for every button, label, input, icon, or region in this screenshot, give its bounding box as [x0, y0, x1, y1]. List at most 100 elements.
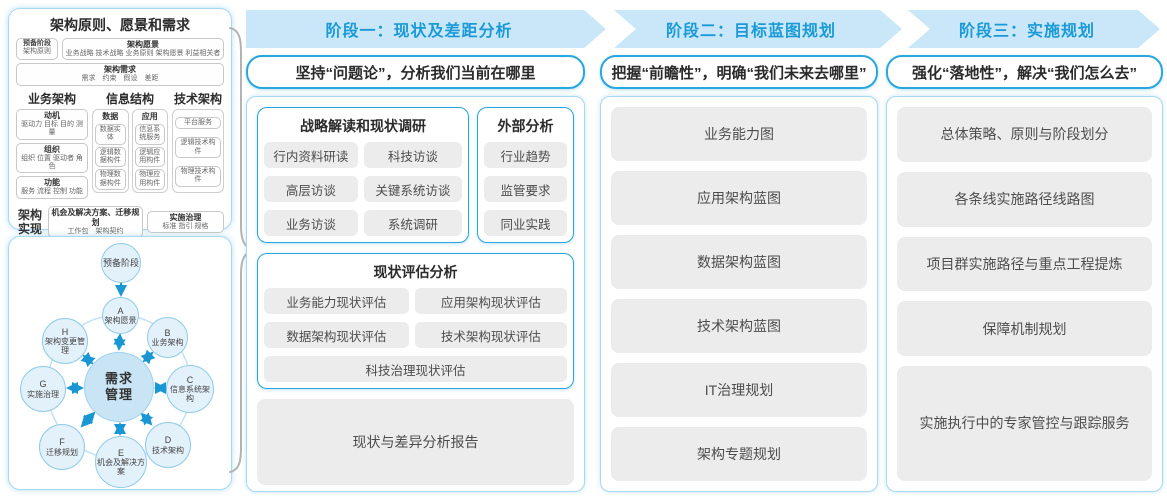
prep-phase-line1: 预备阶段 — [23, 40, 51, 47]
research-item: 行内资料研读 — [264, 142, 358, 168]
research-item: 关键系统访谈 — [363, 176, 462, 202]
adm-node-label: 预备阶段 — [102, 257, 139, 268]
prep-phase-box: 预备阶段 架构原则 — [16, 38, 58, 61]
evaluation-item: 应用架构现状评估 — [414, 288, 567, 314]
opportunities-migration-box: 机会及解决方案、迁移规划 工作包 架构契约 — [48, 205, 143, 239]
adm-node-E: E 机会及解决方案 — [95, 436, 147, 488]
adm-node-label: 信息系统架构 — [170, 384, 210, 404]
phase1-banner-label: 阶段一：现状及差距分析 — [325, 23, 513, 40]
application-subcolumn: 应用 信息系统服务 逻辑应用构件 物理应用构件 — [131, 108, 168, 194]
group-title: 组织 — [44, 144, 60, 154]
evaluation-item: 技术架构现状评估 — [414, 322, 567, 348]
adm-node-F: F 迁移规划 — [39, 424, 85, 470]
phase3-item-tall: 实施执行中的专家管控与跟踪服务 — [897, 366, 1152, 481]
group-items: 组织 位置 驱动者 角色 — [21, 154, 83, 170]
panel-title: 架构原则、愿景和需求 — [50, 17, 190, 33]
organization-box: 组织 组织 位置 驱动者 角色 — [16, 142, 88, 174]
data-item: 物理数据构件 — [95, 169, 126, 191]
adm-node-letter: A — [117, 305, 124, 316]
technology-item: 逻辑技术构件 — [175, 137, 221, 158]
research-item: 系统调研 — [363, 210, 462, 236]
adm-node-G: G 实施治理 — [20, 366, 66, 412]
research-item: 业务访谈 — [264, 210, 358, 236]
evaluation-box: 现状评估分析 业务能力现状评估 应用架构现状评估 数据架构现状评估 技术架构现状… — [257, 253, 574, 389]
external-item: 监管要求 — [484, 176, 567, 202]
phase3-banner-label: 阶段三：实施规划 — [958, 23, 1095, 40]
vision-box: 架构愿景 业务战略 技术战略 业务原则 架构愿景 利益相关者 — [62, 38, 224, 61]
phase2-banner-label: 阶段二：目标蓝图规划 — [665, 23, 836, 40]
research-box-title: 战略解读和现状调研 — [300, 118, 426, 134]
data-subcolumn-title: 数据 — [102, 111, 119, 121]
data-item: 数据实体 — [95, 123, 126, 145]
phase1-banner: 阶段一：现状及差距分析 — [246, 10, 606, 48]
phase3-item: 保障机制规划 — [897, 301, 1152, 356]
evaluation-item: 数据架构现状评估 — [264, 322, 409, 348]
evaluation-item-wide: 科技治理现状评估 — [264, 356, 567, 382]
adm-node-label: 业务架构 — [151, 338, 184, 348]
group-items: 驱动力 目标 目的 测量 — [21, 120, 83, 137]
technology-architecture-title: 技术架构 — [173, 91, 222, 106]
requirements-title: 架构需求 — [104, 65, 136, 75]
adm-node-letter: D — [164, 435, 172, 446]
adm-node-B: B 业务架构 — [147, 317, 188, 358]
phase3-subtitle-label: 强化“落地性”，解决“我们怎么去” — [911, 64, 1137, 82]
adm-center-requirements-management: 需求管理 — [84, 352, 154, 422]
motivation-box: 动机 驱动力 目标 目的 测量 — [16, 108, 88, 140]
adm-node-letter: G — [39, 379, 47, 390]
adm-node-C: C 信息系统架构 — [166, 365, 214, 413]
phase1-subtitle-label: 坚持“问题论”，分析我们当前在哪里 — [295, 64, 536, 82]
panel-adm-cycle: 预备阶段 A 架构愿景 B 业务架构 H 架构变更管理 C 信息系统架构 G 实… — [8, 236, 232, 490]
evaluation-item: 业务能力现状评估 — [264, 288, 409, 314]
phase3-subtitle: 强化“落地性”，解决“我们怎么去” — [886, 55, 1163, 89]
phase2-banner: 阶段二：目标蓝图规划 — [614, 10, 902, 48]
phase3-content: 总体策略、原则与阶段划分 各条线实施路径线路图 项目群实施路径与重点工程提炼 保… — [886, 96, 1163, 492]
phase3-banner: 阶段三：实施规划 — [908, 10, 1160, 48]
external-item: 行业趋势 — [484, 142, 567, 168]
adm-node-label: 实施治理 — [27, 389, 59, 399]
opportunities-migration-title: 机会及解决方案、迁移规划 — [51, 207, 140, 227]
research-item: 高层访谈 — [264, 176, 358, 202]
phase2-item: 应用架构蓝图 — [611, 171, 867, 225]
adm-center-label: 需求管理 — [104, 370, 133, 402]
gap-analysis-report-box: 现状与差异分析报告 — [257, 399, 574, 485]
technology-items-wrap: 平台服务 逻辑技术构件 物理技术构件 — [172, 108, 224, 193]
information-structure-title: 信息结构 — [105, 91, 154, 106]
data-subcolumn: 数据 数据实体 逻辑数据构件 物理数据构件 — [92, 108, 129, 194]
technology-architecture-column: 技术架构 平台服务 逻辑技术构件 物理技术构件 — [172, 89, 224, 202]
adm-node-letter: H — [61, 326, 69, 337]
requirements-items: 需求 约束 假设 差距 — [81, 75, 159, 83]
application-item: 逻辑应用构件 — [134, 146, 165, 168]
opportunities-migration-items: 工作包 架构契约 — [67, 227, 124, 235]
adm-node-H: H 架构变更管理 — [42, 318, 88, 364]
implementation-governance-items: 标准 指引 规格 — [162, 222, 209, 230]
adm-node-label: 迁移规划 — [46, 447, 78, 457]
phase1-content: 战略解读和现状调研 行内资料研读 科技访谈 高层访谈 关键系统访谈 业务访谈 系… — [246, 96, 585, 492]
phase2-subtitle: 把握“前瞻性”，明确“我们未来去哪里” — [600, 55, 878, 89]
business-architecture-title: 业务架构 — [27, 91, 76, 106]
phase2-item: 数据架构蓝图 — [611, 235, 867, 289]
phase3-item: 总体策略、原则与阶段划分 — [897, 107, 1152, 162]
external-item: 同业实践 — [484, 210, 567, 236]
application-item: 物理应用构件 — [134, 169, 165, 191]
group-title: 功能 — [44, 178, 60, 188]
prep-phase-line2: 架构原则 — [23, 48, 51, 56]
data-item: 逻辑数据构件 — [95, 146, 126, 168]
phase3-item: 各条线实施路径线路图 — [897, 171, 1152, 227]
technology-item: 平台服务 — [175, 116, 221, 130]
phase2-item: IT治理规划 — [611, 363, 867, 417]
business-architecture-column: 业务架构 动机 驱动力 目标 目的 测量 组织 组织 位置 驱动者 角色 功能 … — [16, 89, 88, 202]
group-title: 动机 — [44, 110, 60, 120]
adm-node-D: D 技术架构 — [145, 422, 191, 468]
vision-title: 架构愿景 — [127, 40, 159, 49]
external-analysis-box: 外部分析 行业趋势 监管要求 同业实践 — [477, 107, 574, 243]
requirements-box: 架构需求 需求 约束 假设 差距 — [16, 63, 224, 86]
function-box: 功能 服务 流程 控制 功能 — [16, 176, 88, 199]
application-item: 信息系统服务 — [134, 123, 165, 145]
external-analysis-title: 外部分析 — [497, 118, 554, 134]
implementation-governance-title: 实施治理 — [169, 212, 202, 222]
technology-item: 物理技术构件 — [175, 165, 221, 187]
adm-node-A: A 架构愿景 — [102, 297, 139, 334]
adm-node-label: 架构变更管理 — [45, 336, 85, 356]
information-structure-column: 信息结构 数据 数据实体 逻辑数据构件 物理数据构件 应用 信息系统服务 逻辑应… — [92, 89, 168, 202]
